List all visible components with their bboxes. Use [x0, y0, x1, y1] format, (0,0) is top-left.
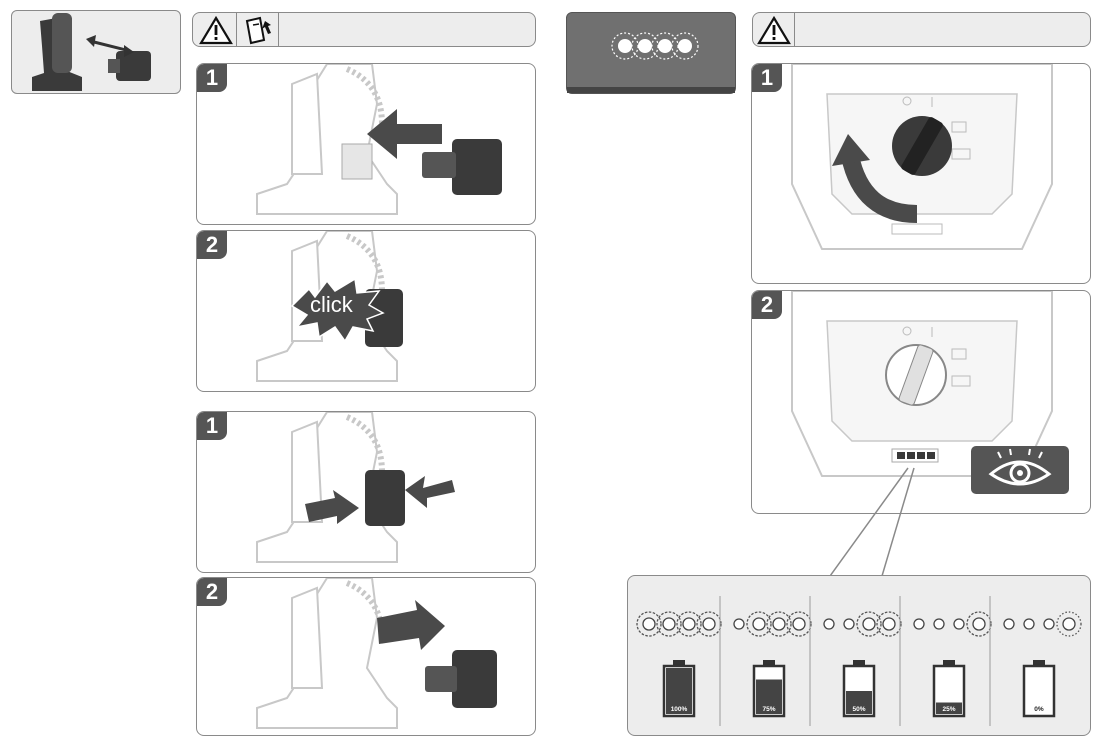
step-number-badge: 2 — [197, 231, 227, 259]
click-label: click — [310, 292, 354, 317]
eye-icon — [971, 446, 1069, 494]
battery-level-icon — [1022, 660, 1056, 718]
remove-step-1-panel: 1 — [196, 411, 536, 573]
overview-thumbnail — [11, 10, 181, 94]
led-icon — [823, 618, 835, 630]
led-icon — [786, 611, 812, 637]
callout-connector — [830, 467, 915, 577]
battery-level-icon — [842, 660, 876, 718]
step-number-badge: 1 — [197, 64, 227, 92]
step-number-badge: 1 — [197, 412, 227, 440]
led-icon — [1043, 618, 1055, 630]
led-icon — [933, 618, 945, 630]
step-number-badge: 2 — [197, 578, 227, 606]
read-manual-icon — [238, 13, 279, 47]
warning-icon — [196, 13, 237, 47]
switch-on-step-2-panel: 2 — [751, 290, 1091, 514]
insert-step-2-panel: 2 click — [196, 230, 536, 392]
step-number-badge: 1 — [752, 64, 782, 92]
arrow-icon — [832, 134, 870, 166]
battery-percentage-label: 75% — [762, 706, 775, 713]
battery-percentage-label: 25% — [942, 706, 955, 713]
led-icon — [656, 611, 682, 637]
led-icon — [966, 611, 992, 637]
battery-level-legend: 100% 75% 50% 25% 0% — [627, 575, 1091, 736]
led-icon — [766, 611, 792, 637]
step-number-badge: 2 — [752, 291, 782, 319]
battery-level-icon — [932, 660, 966, 718]
led-icon — [676, 611, 702, 637]
insert-step-1-panel: 1 — [196, 63, 536, 225]
led-icon — [611, 32, 699, 60]
led-icon — [913, 618, 925, 630]
led-icon — [1023, 618, 1035, 630]
led-icon — [733, 618, 745, 630]
led-icon — [843, 618, 855, 630]
led-indicator-tab — [566, 12, 736, 94]
arrow-icon — [367, 109, 442, 159]
remove-step-2-panel: 2 — [196, 577, 536, 736]
right-header-bar — [752, 12, 1091, 47]
battery-percentage-label: 50% — [852, 706, 865, 713]
arrow-icon — [405, 476, 455, 508]
led-icon — [856, 611, 882, 637]
led-icon — [1056, 611, 1082, 637]
led-icon — [953, 618, 965, 630]
arrow-icon — [305, 490, 359, 524]
battery-percentage-label: 0% — [1034, 706, 1044, 713]
switch-on-step-1-panel: 1 — [751, 63, 1091, 284]
led-icon — [746, 611, 772, 637]
battery-level-icon — [662, 660, 696, 718]
led-icon — [876, 611, 902, 637]
battery-percentage-label: 100% — [671, 706, 688, 713]
battery-level-icon — [752, 660, 786, 718]
led-icon — [1003, 618, 1015, 630]
arrow-icon — [377, 600, 445, 650]
warning-icon — [754, 13, 795, 47]
led-icon — [636, 611, 662, 637]
led-icon — [696, 611, 722, 637]
